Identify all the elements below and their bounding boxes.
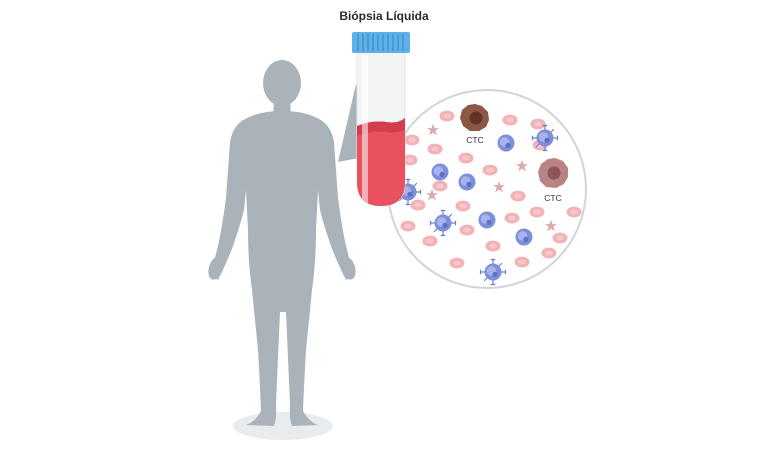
human-silhouette-icon xyxy=(208,60,356,426)
red-blood-cell-icon xyxy=(530,118,546,130)
white-blood-cell-icon xyxy=(478,211,496,229)
red-blood-cell-icon xyxy=(514,256,530,268)
red-blood-cell-icon xyxy=(566,206,582,218)
red-blood-cell-icon xyxy=(459,224,475,236)
white-blood-cell-icon xyxy=(431,163,449,181)
circulating-tumor-cell-icon xyxy=(460,104,489,131)
red-blood-cell-icon xyxy=(541,247,557,259)
red-blood-cell-icon xyxy=(410,199,426,211)
red-blood-cell-icon xyxy=(552,232,568,244)
white-blood-cell-icon xyxy=(515,228,533,246)
white-blood-cell-icon xyxy=(458,173,476,191)
red-blood-cell-icon xyxy=(529,206,545,218)
red-blood-cell-icon xyxy=(404,134,420,146)
red-blood-cell-icon xyxy=(504,212,520,224)
red-blood-cell-icon xyxy=(400,220,416,232)
red-blood-cell-icon xyxy=(449,257,465,269)
red-blood-cell-icon xyxy=(510,190,526,202)
red-blood-cell-icon xyxy=(485,240,501,252)
diagram-title: Biópsia Líquida xyxy=(339,9,429,23)
red-blood-cell-icon xyxy=(458,152,474,164)
red-blood-cell-icon xyxy=(432,180,448,192)
circulating-tumor-cell-icon xyxy=(538,158,568,188)
magnifier-circle-icon: CTC CTC xyxy=(387,89,587,289)
tube-cap xyxy=(352,32,410,53)
ctc-label: CTC xyxy=(544,193,561,203)
blood-tube-icon xyxy=(352,32,410,207)
floor-shadow xyxy=(233,412,333,440)
red-blood-cell-icon xyxy=(427,143,443,155)
red-blood-cell-icon xyxy=(502,114,518,126)
red-blood-cell-icon xyxy=(482,164,498,176)
red-blood-cell-icon xyxy=(422,235,438,247)
ctc-label: CTC xyxy=(466,135,483,145)
red-blood-cell-icon xyxy=(455,200,471,212)
white-blood-cell-icon xyxy=(497,134,515,152)
red-blood-cell-icon xyxy=(439,110,455,122)
